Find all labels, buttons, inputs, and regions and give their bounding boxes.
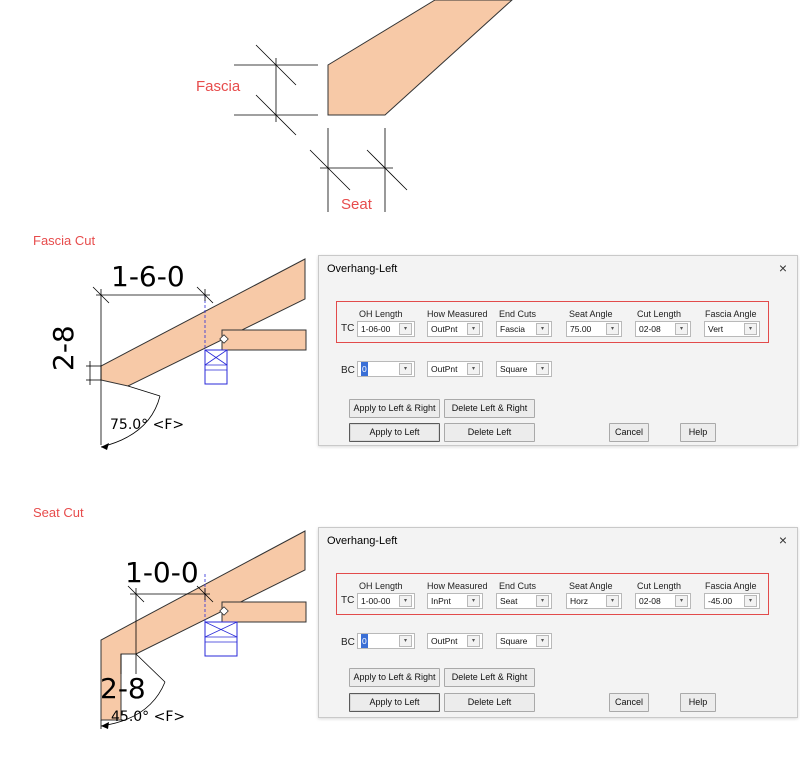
tc-oh-length-combo[interactable]: 1-06-00▾ [357, 321, 415, 337]
top-diagram [234, 0, 513, 212]
header-seat-angle: Seat Angle [569, 309, 613, 319]
tc-fascia-angle-combo[interactable]: Vert▾ [704, 321, 760, 337]
section-title-fascia-cut: Fascia Cut [33, 233, 96, 248]
apply-left-button[interactable]: Apply to Left [349, 423, 440, 442]
header-cut-length: Cut Length [637, 581, 682, 591]
tc-highlight-box [336, 301, 769, 343]
bc-how-measured-combo[interactable]: OutPnt▾ [427, 361, 483, 377]
top-chord [100, 530, 306, 721]
apply-left-right-button[interactable]: Apply to Left & Right [349, 399, 440, 418]
tc-how-measured-combo[interactable]: OutPnt▾ [427, 321, 483, 337]
chevron-down-icon[interactable]: ▾ [744, 323, 757, 335]
bc-oh-length-combo[interactable]: 0▾ [357, 633, 415, 649]
tc-seat-angle-combo[interactable]: 75.00▾ [566, 321, 622, 337]
tc-fascia-angle-combo[interactable]: -45.00▾ [704, 593, 760, 609]
seat-tick-right [366, 149, 408, 191]
tc-how-measured-combo[interactable]: InPnt▾ [427, 593, 483, 609]
tc-cut-length-combo[interactable]: 02-08▾ [635, 593, 691, 609]
close-icon[interactable]: × [778, 260, 787, 276]
fascia-angle-label: 75.0° <F> [110, 417, 185, 433]
chevron-down-icon[interactable]: ▾ [467, 635, 480, 647]
chevron-down-icon[interactable]: ▾ [675, 323, 688, 335]
chevron-down-icon[interactable]: ▾ [536, 363, 549, 375]
cancel-button[interactable]: Cancel [609, 693, 649, 712]
tc-highlight-box [336, 573, 769, 615]
tc-cut-length-combo[interactable]: 02-08▾ [635, 321, 691, 337]
bc-end-cuts-combo[interactable]: Square▾ [496, 633, 552, 649]
tc-seat-angle-combo[interactable]: Horz▾ [566, 593, 622, 609]
apply-left-right-button[interactable]: Apply to Left & Right [349, 668, 440, 687]
help-button[interactable]: Help [680, 693, 716, 712]
cancel-button[interactable]: Cancel [609, 423, 649, 442]
overhang-dialog-seat: Overhang-Left × OH Length How Measured E… [318, 527, 798, 718]
bearing-block [204, 621, 238, 657]
bottom-chord [221, 329, 307, 351]
section-title-seat-cut: Seat Cut [33, 505, 84, 520]
chevron-down-icon[interactable]: ▾ [536, 323, 549, 335]
bc-end-cuts-combo[interactable]: Square▾ [496, 361, 552, 377]
chevron-down-icon[interactable]: ▾ [675, 595, 688, 607]
header-end-cuts: End Cuts [499, 581, 537, 591]
fascia-label: Fascia [196, 78, 241, 95]
header-fascia-angle: Fascia Angle [705, 309, 757, 319]
bc-how-measured-combo[interactable]: OutPnt▾ [427, 633, 483, 649]
tc-end-cuts-combo[interactable]: Fascia▾ [496, 321, 552, 337]
chevron-down-icon[interactable]: ▾ [536, 635, 549, 647]
header-seat-angle: Seat Angle [569, 581, 613, 591]
header-fascia-angle: Fascia Angle [705, 581, 757, 591]
chevron-down-icon[interactable]: ▾ [467, 323, 480, 335]
overhang-dialog-fascia: Overhang-Left × OH Length How Measured E… [318, 255, 798, 446]
help-button[interactable]: Help [680, 423, 716, 442]
fascia-tick-top [255, 44, 297, 86]
fascia-height-dim: 2-8 [47, 325, 80, 371]
fascia-cut-figure [86, 258, 307, 450]
chevron-down-icon[interactable]: ▾ [606, 323, 619, 335]
seat-height-dim: 2-8 [100, 672, 146, 705]
header-how-measured: How Measured [427, 581, 488, 591]
tc-oh-length-combo[interactable]: 1-00-00▾ [357, 593, 415, 609]
header-how-measured: How Measured [427, 309, 488, 319]
seat-tick-left [309, 149, 351, 191]
bottom-chord [221, 601, 307, 623]
chevron-down-icon[interactable]: ▾ [399, 323, 412, 335]
bc-label: BC [341, 637, 355, 648]
apply-left-button[interactable]: Apply to Left [349, 693, 440, 712]
header-oh-length: OH Length [359, 581, 403, 591]
top-rafter-shape [327, 0, 513, 116]
chevron-down-icon[interactable]: ▾ [536, 595, 549, 607]
bc-oh-length-combo[interactable]: 0▾ [357, 361, 415, 377]
delete-left-right-button[interactable]: Delete Left & Right [444, 668, 535, 687]
tc-end-cuts-combo[interactable]: Seat▾ [496, 593, 552, 609]
header-oh-length: OH Length [359, 309, 403, 319]
dialog-title: Overhang-Left [327, 535, 398, 547]
chevron-down-icon[interactable]: ▾ [399, 363, 412, 375]
header-cut-length: Cut Length [637, 309, 682, 319]
tc-label: TC [341, 595, 355, 606]
bearing-block [204, 349, 228, 385]
seat-label: Seat [341, 196, 372, 213]
chevron-down-icon[interactable]: ▾ [399, 635, 412, 647]
chevron-down-icon[interactable]: ▾ [467, 595, 480, 607]
chevron-down-icon[interactable]: ▾ [399, 595, 412, 607]
header-end-cuts: End Cuts [499, 309, 537, 319]
seat-cut-figure [100, 530, 307, 729]
delete-left-button[interactable]: Delete Left [444, 423, 535, 442]
fascia-tick-bottom [255, 94, 297, 136]
delete-left-button[interactable]: Delete Left [444, 693, 535, 712]
chevron-down-icon[interactable]: ▾ [606, 595, 619, 607]
dialog-title: Overhang-Left [327, 263, 398, 275]
chevron-down-icon[interactable]: ▾ [467, 363, 480, 375]
delete-left-right-button[interactable]: Delete Left & Right [444, 399, 535, 418]
seat-angle-label: 45.0° <F> [111, 709, 186, 725]
fascia-length-dim: 1-6-0 [111, 260, 185, 293]
close-icon[interactable]: × [778, 532, 787, 548]
tc-label: TC [341, 323, 355, 334]
chevron-down-icon[interactable]: ▾ [744, 595, 757, 607]
bc-label: BC [341, 365, 355, 376]
seat-length-dim: 1-0-0 [125, 556, 199, 589]
